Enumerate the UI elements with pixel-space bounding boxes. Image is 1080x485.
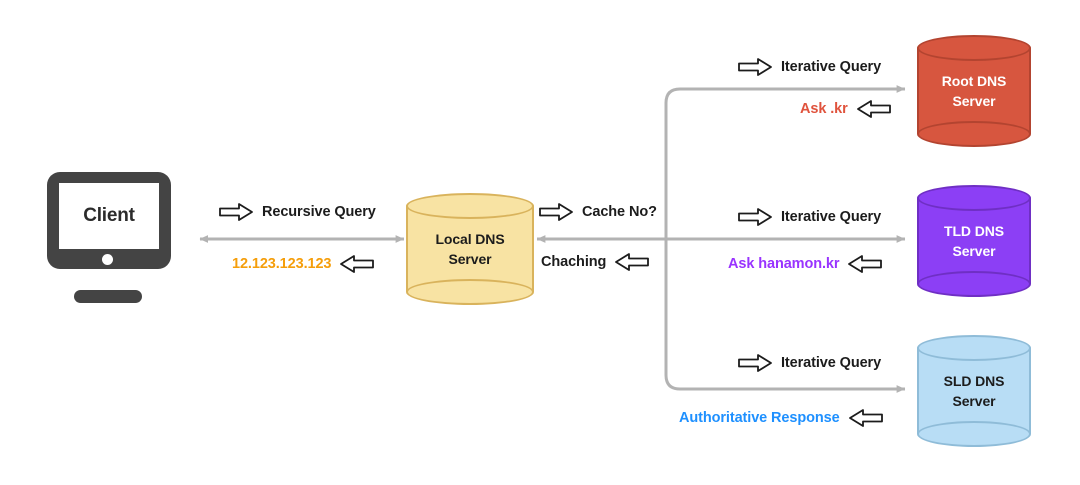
cylinder-top <box>406 193 534 219</box>
flow-label-text: Recursive Query <box>262 204 376 220</box>
flow-recursive-query: Recursive Query <box>219 203 376 221</box>
hollow-arrow-left-icon <box>340 255 375 273</box>
cylinder-body <box>917 48 1031 134</box>
client-screen: Client <box>59 183 159 249</box>
cylinder-body <box>406 206 534 292</box>
flow-label-text: Authoritative Response <box>679 410 840 426</box>
flow-client-answer: 12.123.123.123 <box>232 255 375 273</box>
cylinder-body <box>917 348 1031 434</box>
cylinder-bottom <box>917 421 1031 447</box>
client-monitor-stand <box>74 290 142 303</box>
client-label: Client <box>83 205 135 226</box>
flow-label-text: Cache No? <box>582 204 657 220</box>
hollow-arrow-left-icon <box>848 255 883 273</box>
flow-label-text: Iterative Query <box>781 355 882 371</box>
flow-label-text: Chaching <box>541 254 607 270</box>
hollow-arrow-left-icon <box>615 253 650 271</box>
flow-label-text: Ask .kr <box>800 101 848 117</box>
client-monitor-icon: Client <box>47 172 171 269</box>
flow-label-text: Iterative Query <box>781 59 882 75</box>
flow-authoritative-response: Authoritative Response <box>679 409 883 427</box>
hollow-arrow-right-icon <box>738 208 772 226</box>
cylinder-body <box>917 198 1031 284</box>
cylinder-top <box>917 335 1031 361</box>
flow-iterative-query-tld: Iterative Query <box>738 208 881 226</box>
node-root-dns-server: Root DNS Server <box>917 35 1031 147</box>
cylinder-top <box>917 185 1031 211</box>
flow-label-text: 12.123.123.123 <box>232 256 332 272</box>
flow-cache-check: Cache No? <box>539 203 657 221</box>
wire-hub-sld <box>664 239 906 393</box>
flow-iterative-query-sld: Iterative Query <box>738 354 881 372</box>
cylinder-bottom <box>917 271 1031 297</box>
hollow-arrow-left-icon <box>848 409 883 427</box>
flow-caching: Chaching <box>541 253 650 271</box>
node-tld-dns-server: TLD DNS Server <box>917 185 1031 297</box>
hollow-arrow-right-icon <box>738 354 772 372</box>
cylinder-top <box>917 35 1031 61</box>
cylinder-bottom <box>406 279 534 305</box>
hollow-arrow-right-icon <box>738 58 772 76</box>
client-power-dot <box>102 254 113 265</box>
cylinder-bottom <box>917 121 1031 147</box>
hollow-arrow-right-icon <box>539 203 573 221</box>
hollow-arrow-right-icon <box>219 203 253 221</box>
node-local-dns-server: Local DNS Server <box>406 193 534 305</box>
flow-iterative-query-root: Iterative Query <box>738 58 881 76</box>
flow-label-text: Ask hanamon.kr <box>728 256 840 272</box>
flow-ask-hanamon-kr: Ask hanamon.kr <box>728 255 883 273</box>
flow-label-text: Iterative Query <box>781 209 882 225</box>
hollow-arrow-left-icon <box>856 100 891 118</box>
node-sld-dns-server: SLD DNS Server <box>917 335 1031 447</box>
wire-hub-root <box>664 85 906 239</box>
flow-ask-kr: Ask .kr <box>800 100 891 118</box>
